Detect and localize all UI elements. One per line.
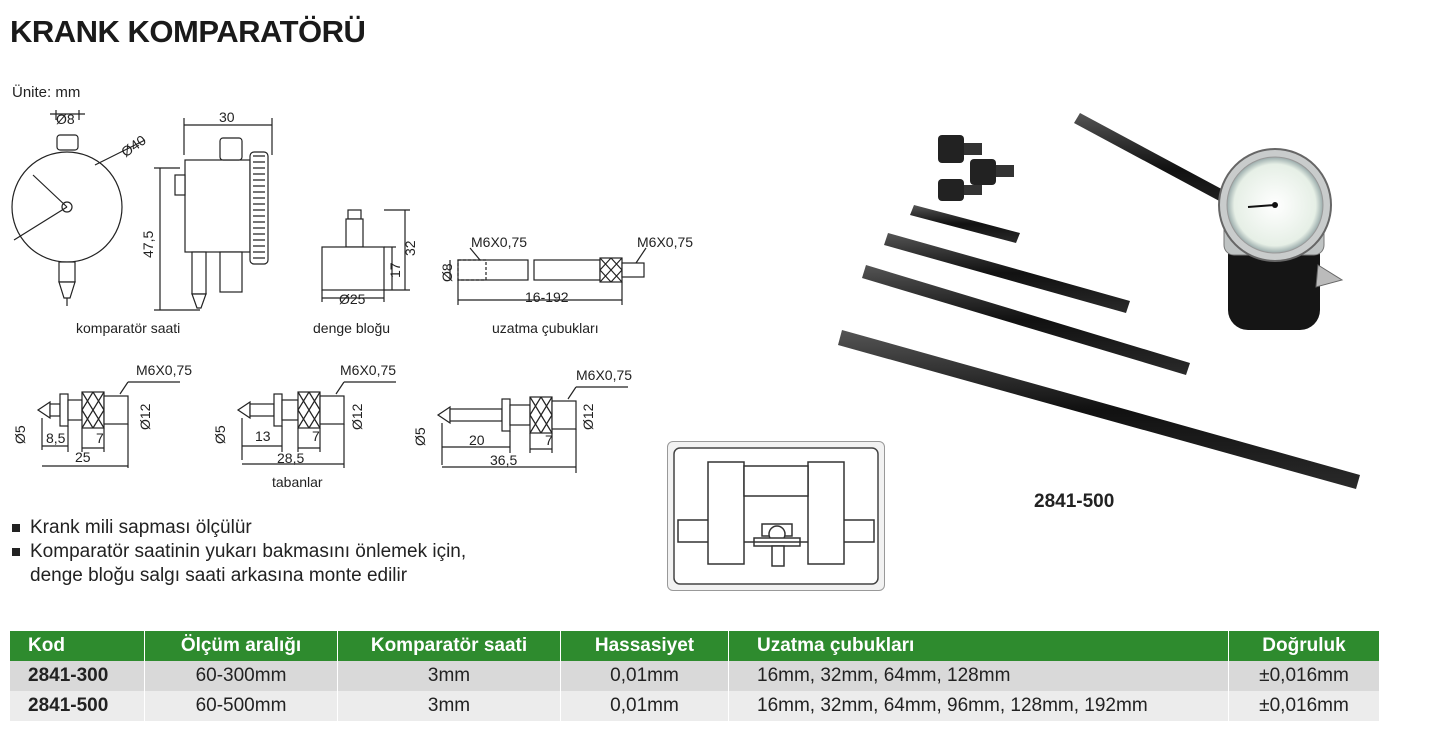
col-header-code: Kod bbox=[10, 631, 145, 661]
cell-rods: 16mm, 32mm, 64mm, 96mm, 128mm, 192mm bbox=[728, 691, 1229, 721]
extension-rods-photo bbox=[838, 113, 1360, 489]
dim-dial-height-47-5: 47,5 bbox=[140, 230, 156, 258]
feature-item: Komparatör saatinin yukarı bakmasını önl… bbox=[12, 540, 466, 564]
feature-item-continued: denge bloğu salgı saati arkasına monte e… bbox=[30, 565, 408, 586]
cell-range: 60-300mm bbox=[144, 661, 338, 691]
label-bases: tabanlar bbox=[272, 474, 323, 490]
cell-dial: 3mm bbox=[337, 691, 561, 721]
table-row: 2841-500 60-500mm 3mm 0,01mm 16mm, 32mm,… bbox=[10, 691, 1380, 721]
cell-accuracy: ±0,016mm bbox=[1228, 691, 1380, 721]
cell-accuracy: ±0,016mm bbox=[1228, 661, 1380, 691]
extension-rod-drawing bbox=[449, 247, 647, 305]
dim-rod-thread-left: M6X0,75 bbox=[471, 234, 528, 250]
dim-base1-a: 8,5 bbox=[46, 430, 66, 446]
label-dial-indicator: komparatör saati bbox=[76, 320, 181, 336]
cell-precision: 0,01mm bbox=[560, 691, 729, 721]
feature-item: Krank mili sapması ölçülür bbox=[12, 516, 466, 540]
bullet-icon bbox=[12, 524, 20, 532]
dim-base3-d5: Ø5 bbox=[412, 427, 428, 446]
col-header-accuracy: Doğruluk bbox=[1228, 631, 1380, 661]
dim-dial-diameter-8: Ø8 bbox=[56, 111, 75, 127]
cell-precision: 0,01mm bbox=[560, 661, 729, 691]
dim-base2-d5: Ø5 bbox=[212, 425, 228, 444]
dial-indicator-photo bbox=[1218, 148, 1344, 330]
cell-dial: 3mm bbox=[337, 661, 561, 691]
table-header-row: Kod Ölçüm aralığı Komparatör saati Hassa… bbox=[10, 631, 1380, 661]
col-header-dial: Komparatör saati bbox=[337, 631, 561, 661]
dim-base1-d12: Ø12 bbox=[137, 403, 153, 430]
col-header-rods: Uzatma çubukları bbox=[728, 631, 1229, 661]
unit-label: Ünite: mm bbox=[12, 84, 81, 101]
dim-base1-total: 25 bbox=[75, 449, 91, 465]
cell-range: 60-500mm bbox=[144, 691, 338, 721]
dim-base2-thread: M6X0,75 bbox=[340, 362, 397, 378]
cell-rods: 16mm, 32mm, 64mm, 128mm bbox=[728, 661, 1229, 691]
page-title: KRANK KOMPARATÖRÜ bbox=[10, 14, 366, 49]
dim-base1-d5: Ø5 bbox=[12, 425, 28, 444]
feature-list: Krank mili sapması ölçülür Komparatör sa… bbox=[12, 516, 466, 588]
dim-base3-b: 7 bbox=[545, 432, 553, 448]
base-2-drawing bbox=[236, 381, 396, 468]
dim-base2-b: 7 bbox=[312, 428, 320, 444]
dim-rod-length: 16-192 bbox=[525, 289, 569, 305]
product-code-label: 2841-500 bbox=[1034, 491, 1115, 512]
dim-base2-total: 28,5 bbox=[277, 450, 305, 466]
product-photo bbox=[838, 113, 1360, 489]
dim-base3-d12: Ø12 bbox=[580, 403, 596, 430]
dim-base2-a: 13 bbox=[255, 428, 271, 444]
dim-base1-b: 7 bbox=[96, 430, 104, 446]
table-row: 2841-300 60-300mm 3mm 0,01mm 16mm, 32mm,… bbox=[10, 661, 1380, 691]
col-header-precision: Hassasiyet bbox=[560, 631, 729, 661]
dim-base3-total: 36,5 bbox=[490, 452, 518, 468]
label-extension-rods: uzatma çubukları bbox=[492, 320, 599, 336]
base-1-drawing bbox=[36, 381, 180, 468]
dim-base3-a: 20 bbox=[469, 432, 485, 448]
dim-dial-width-30: 30 bbox=[219, 109, 235, 125]
dim-block-height-32: 32 bbox=[402, 240, 418, 256]
cell-code: 2841-500 bbox=[10, 691, 145, 721]
dim-rod-thread-right: M6X0,75 bbox=[637, 234, 694, 250]
crankshaft-usage-drawing bbox=[673, 447, 879, 585]
dim-base3-thread: M6X0,75 bbox=[576, 367, 633, 383]
usage-illustration bbox=[667, 441, 885, 591]
dim-block-height-17: 17 bbox=[387, 262, 403, 278]
balance-block-drawing bbox=[321, 209, 410, 302]
spec-table: Kod Ölçüm aralığı Komparatör saati Hassa… bbox=[10, 631, 1380, 721]
base-3-drawing bbox=[436, 386, 628, 473]
dim-base1-thread: M6X0,75 bbox=[136, 362, 193, 378]
col-header-range: Ölçüm aralığı bbox=[144, 631, 338, 661]
bases-photo bbox=[938, 135, 1014, 201]
dial-indicator-side-drawing bbox=[154, 118, 273, 311]
label-balance-block: denge bloğu bbox=[313, 320, 391, 336]
dim-base2-d12: Ø12 bbox=[349, 403, 365, 430]
dim-block-diameter-25: Ø25 bbox=[339, 291, 366, 307]
dial-indicator-front-drawing bbox=[11, 110, 146, 306]
dim-rod-diameter-8: Ø8 bbox=[439, 263, 455, 282]
bullet-icon bbox=[12, 548, 20, 556]
cell-code: 2841-300 bbox=[10, 661, 145, 691]
